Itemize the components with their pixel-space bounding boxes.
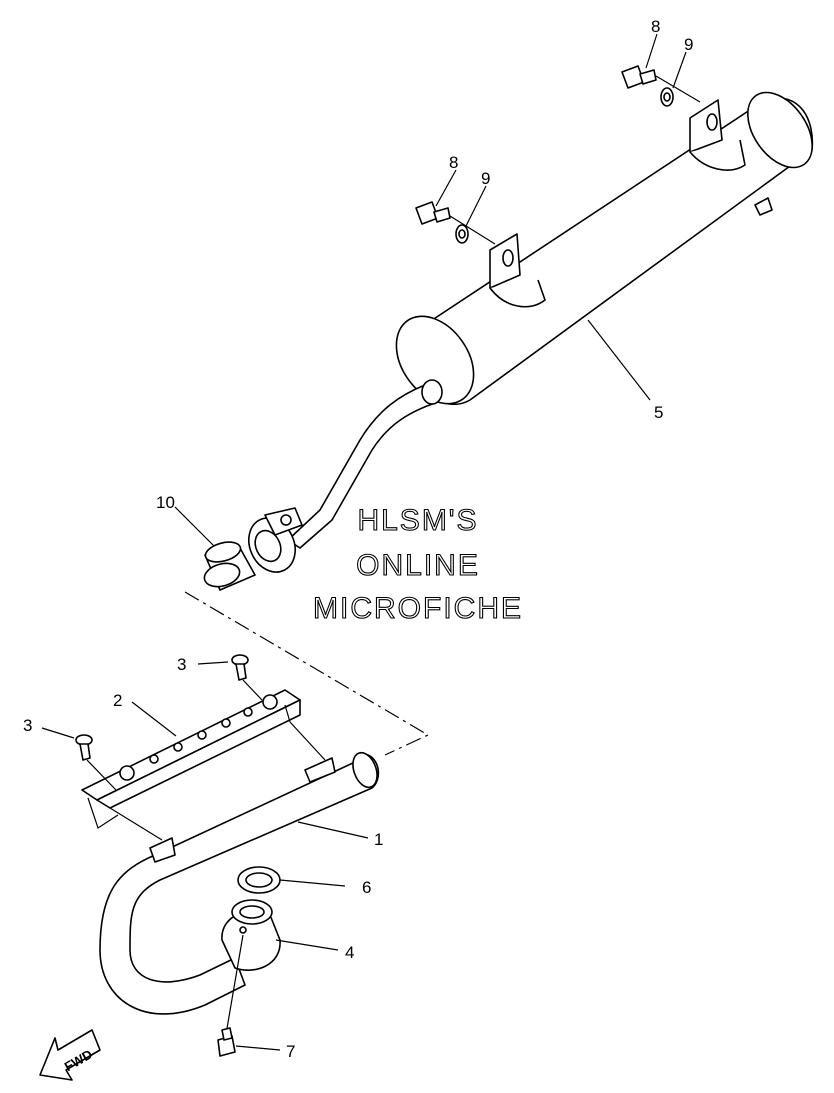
- exhaust-pipe: [99, 751, 380, 1015]
- muffler-washer-upper: [660, 87, 674, 107]
- callout-3-upper: 3: [177, 655, 186, 674]
- exhaust-gasket-sleeve: [203, 541, 256, 591]
- muffler-bolt-upper: [621, 65, 701, 103]
- screw-upper: [231, 654, 263, 701]
- forward-direction-arrow: FWD: [39, 1029, 101, 1081]
- callout-10: 10: [156, 493, 175, 512]
- exhaust-gasket: [237, 866, 281, 894]
- muffler-washer-lower: [455, 224, 469, 244]
- callout-5: 5: [654, 403, 663, 422]
- screw-lower: [75, 734, 117, 791]
- muffler-bolt-lower: [415, 201, 496, 245]
- leader-lines: [41, 33, 687, 1051]
- watermark-line-1: HLSM'S: [357, 504, 478, 537]
- callout-9-upper: 9: [684, 35, 693, 54]
- watermark-line-2: ONLINE: [356, 549, 480, 582]
- callout-7: 7: [286, 1042, 295, 1061]
- callout-8-lower: 8: [449, 153, 458, 172]
- callout-8-upper: 8: [651, 17, 660, 36]
- muffler: [395, 91, 814, 406]
- watermark-line-3: MICROFICHE: [313, 592, 523, 625]
- assembly-centerline: [184, 591, 430, 756]
- callout-3-lower: 3: [23, 716, 32, 735]
- flange-bolt: [217, 934, 244, 1057]
- heat-protector: [81, 689, 326, 841]
- callout-1: 1: [374, 830, 383, 849]
- callout-9-lower: 9: [481, 169, 490, 188]
- exhaust-flange: [221, 899, 281, 971]
- callout-2: 2: [113, 691, 122, 710]
- callout-4: 4: [345, 943, 354, 962]
- callout-6: 6: [362, 878, 371, 897]
- muffler-inlet-pipe: [287, 379, 443, 549]
- pipe-clamp: [248, 507, 303, 573]
